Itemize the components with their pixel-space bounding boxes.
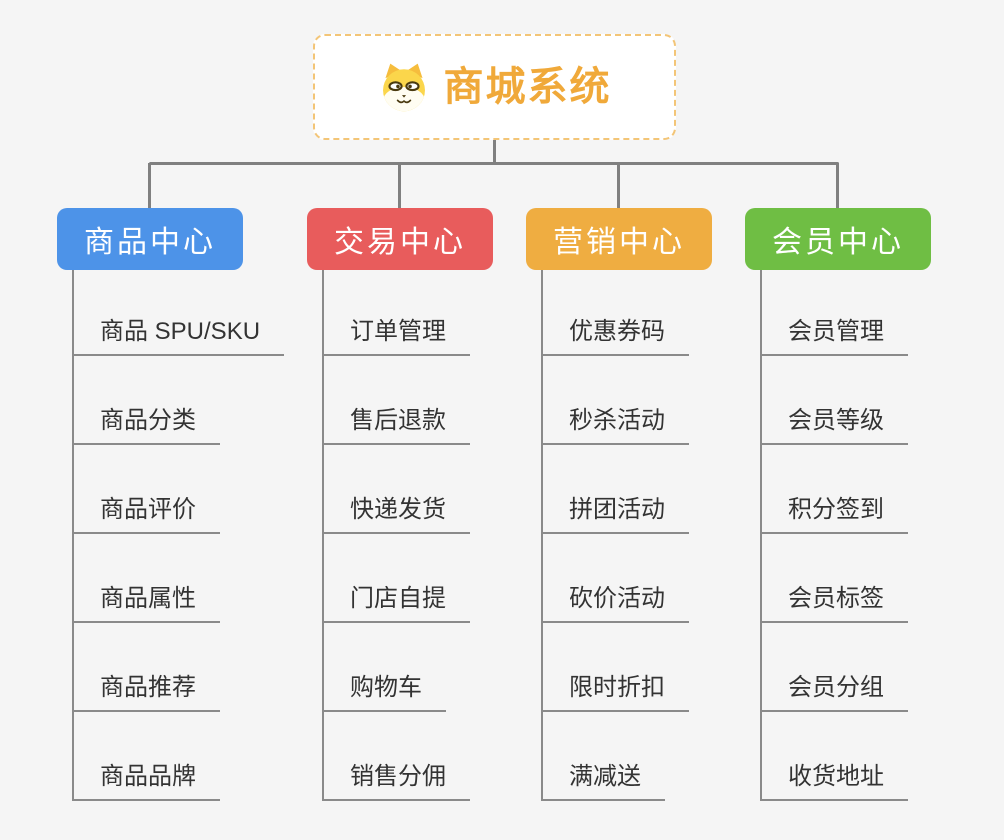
branch-header-product-center[interactable]: 商品中心 [57, 208, 243, 270]
leaf-node[interactable]: 商品 SPU/SKU [72, 317, 285, 356]
connector-bus [149, 162, 839, 165]
root-node[interactable]: 商城系统 [313, 34, 676, 140]
leaf-node[interactable]: 收货地址 [760, 762, 908, 801]
leaf-node[interactable]: 优惠券码 [541, 317, 689, 356]
leaf-node[interactable]: 快递发货 [322, 495, 470, 534]
branch-header-member-center[interactable]: 会员中心 [745, 208, 931, 270]
leaf-node[interactable]: 销售分佣 [322, 762, 470, 801]
leaf-node[interactable]: 拼团活动 [541, 495, 689, 534]
branch-member-center: 会员中心 会员管理 会员等级 积分签到 会员标签 会员分组 收货地址 [745, 208, 995, 801]
root-title: 商城系统 [443, 65, 612, 109]
branch-children-trade-center: 订单管理 售后退款 快递发货 门店自提 购物车 销售分佣 [322, 270, 557, 801]
leaf-node[interactable]: 商品属性 [72, 584, 220, 623]
leaf-node[interactable]: 商品推荐 [72, 673, 220, 712]
connector-drop-product [148, 163, 151, 209]
leaf-node[interactable]: 商品品牌 [72, 762, 220, 801]
leaf-node[interactable]: 商品分类 [72, 406, 220, 445]
connector-root-stem [493, 140, 496, 164]
branch-header-trade-center[interactable]: 交易中心 [307, 208, 493, 270]
leaf-node[interactable]: 购物车 [322, 673, 446, 712]
leaf-node[interactable]: 限时折扣 [541, 673, 689, 712]
leaf-node[interactable]: 满减送 [541, 762, 665, 801]
connector-drop-trade [398, 163, 401, 209]
branch-product-center: 商品中心 商品 SPU/SKU 商品分类 商品评价 商品属性 商品推荐 商品品牌 [57, 208, 307, 801]
leaf-node[interactable]: 门店自提 [322, 584, 470, 623]
branch-trade-center: 交易中心 订单管理 售后退款 快递发货 门店自提 购物车 销售分佣 [307, 208, 557, 801]
leaf-node[interactable]: 订单管理 [322, 317, 470, 356]
leaf-node[interactable]: 会员标签 [760, 584, 908, 623]
branch-children-product-center: 商品 SPU/SKU 商品分类 商品评价 商品属性 商品推荐 商品品牌 [72, 270, 307, 801]
shiba-dog-face-icon [382, 63, 425, 112]
branch-children-member-center: 会员管理 会员等级 积分签到 会员标签 会员分组 收货地址 [760, 270, 995, 801]
leaf-node[interactable]: 会员分组 [760, 673, 908, 712]
connector-drop-marketing [617, 163, 620, 209]
leaf-node[interactable]: 会员管理 [760, 317, 908, 356]
leaf-node[interactable]: 秒杀活动 [541, 406, 689, 445]
connector-drop-member [836, 163, 839, 209]
branch-header-marketing-center[interactable]: 营销中心 [526, 208, 712, 270]
leaf-node[interactable]: 会员等级 [760, 406, 908, 445]
leaf-node[interactable]: 售后退款 [322, 406, 470, 445]
branch-children-marketing-center: 优惠券码 秒杀活动 拼团活动 砍价活动 限时折扣 满减送 [541, 270, 776, 801]
leaf-node[interactable]: 砍价活动 [541, 584, 689, 623]
branch-marketing-center: 营销中心 优惠券码 秒杀活动 拼团活动 砍价活动 限时折扣 满减送 [526, 208, 776, 801]
leaf-node[interactable]: 积分签到 [760, 495, 908, 534]
leaf-node[interactable]: 商品评价 [72, 495, 220, 534]
